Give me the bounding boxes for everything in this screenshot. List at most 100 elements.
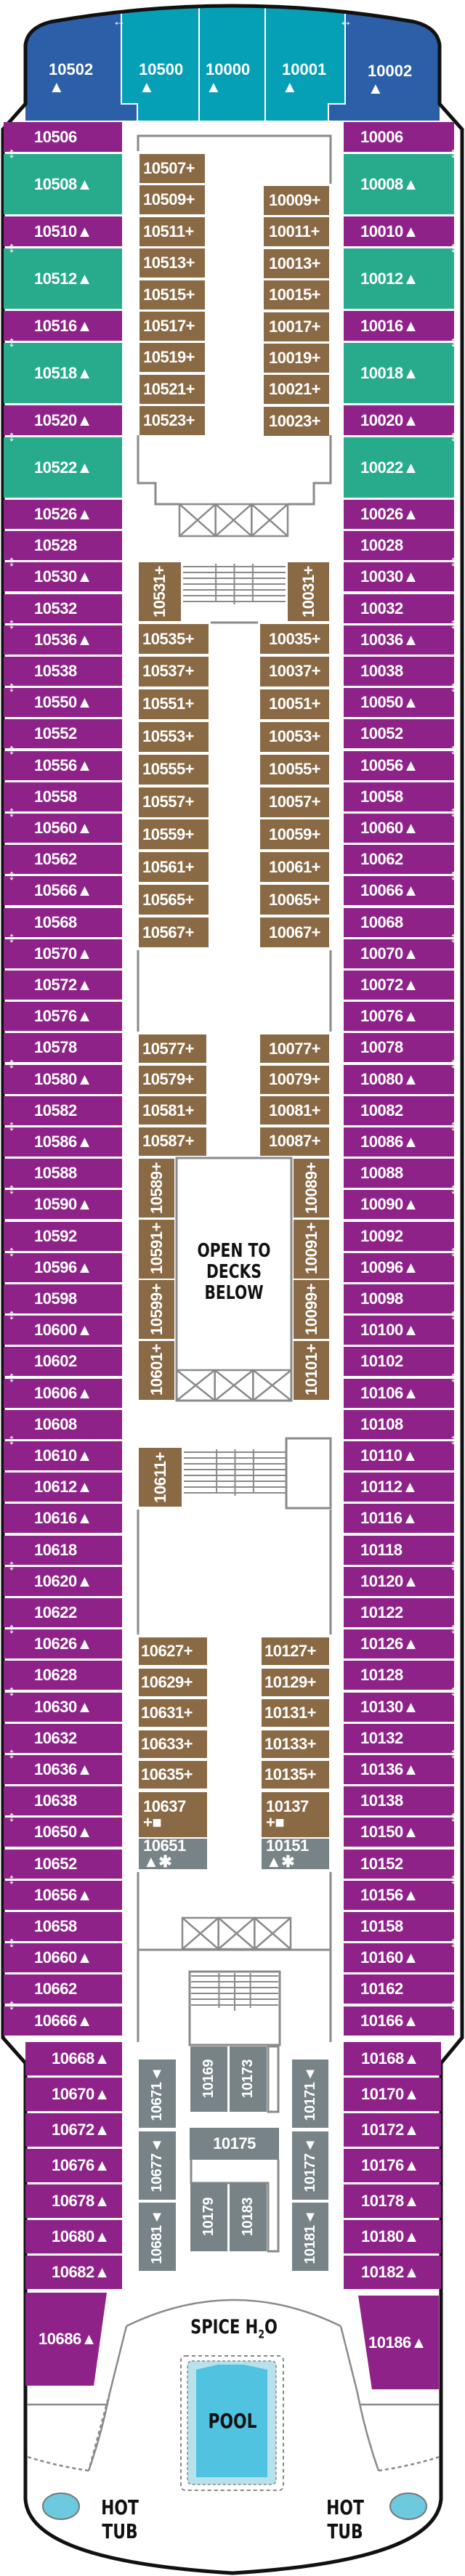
- aft-port-cabin[interactable]: 10668▲: [25, 2042, 122, 2075]
- inside-cabin[interactable]: 10601+: [139, 1340, 174, 1400]
- aft-inside-cabin[interactable]: 10173: [230, 2046, 267, 2112]
- aft-port-cabin[interactable]: 10680▲: [25, 2220, 122, 2253]
- starboard-cabin-10136[interactable]: 10136▲: [344, 1755, 454, 1784]
- aft-port-cabin[interactable]: 10686▲: [25, 2293, 107, 2386]
- aft-inside-cabin[interactable]: 10677▲: [139, 2131, 176, 2200]
- aft-inside-cabin[interactable]: 10175: [190, 2128, 279, 2160]
- inside-cabin[interactable]: 10633+: [139, 1730, 207, 1758]
- inside-cabin[interactable]: 10077+: [260, 1034, 329, 1063]
- port-cabin-10576[interactable]: 10576▲: [4, 1002, 122, 1032]
- starboard-cabin-10070[interactable]: 10070▲: [344, 939, 454, 968]
- starboard-cabin-10018[interactable]: 10018▲: [344, 343, 454, 403]
- inside-cabin[interactable]: 10089+: [294, 1159, 329, 1218]
- port-cabin-10626[interactable]: 10626▲: [4, 1629, 122, 1659]
- inside-cabin[interactable]: 10017+: [264, 312, 329, 341]
- inside-cabin[interactable]: 10553+: [139, 721, 209, 752]
- aft-port-cabin[interactable]: 10676▲: [25, 2149, 122, 2182]
- inside-cabin[interactable]: 10535+: [139, 624, 209, 654]
- starboard-cabin-10166[interactable]: 10166▲: [344, 2006, 454, 2036]
- port-cabin-10550[interactable]: 10550▲: [4, 688, 122, 718]
- inside-cabin[interactable]: 10099+: [294, 1280, 329, 1339]
- starboard-cabin-10020[interactable]: 10020▲: [344, 405, 454, 435]
- inside-cabin[interactable]: 10015+: [264, 280, 329, 310]
- port-cabin-10566[interactable]: 10566▲: [4, 876, 122, 906]
- starboard-cabin-10100[interactable]: 10100▲: [344, 1316, 454, 1345]
- port-cabin-10586[interactable]: 10586▲: [4, 1127, 122, 1157]
- port-cabin-10606[interactable]: 10606▲: [4, 1378, 122, 1408]
- aft-starboard-cabin[interactable]: 10182▲: [344, 2256, 441, 2289]
- port-cabin-10572[interactable]: 10572▲: [4, 971, 122, 1000]
- port-cabin-10620[interactable]: 10620▲: [4, 1566, 122, 1596]
- inside-cabin[interactable]: 10127+: [262, 1637, 329, 1665]
- starboard-cabin-10012[interactable]: 10012▲: [344, 248, 454, 309]
- starboard-cabin-10122[interactable]: 10122: [344, 1598, 454, 1627]
- starboard-cabin-10088[interactable]: 10088: [344, 1159, 454, 1188]
- port-cabin-10652[interactable]: 10652: [4, 1849, 122, 1879]
- inside-cabin[interactable]: 10599+: [139, 1280, 174, 1339]
- inside-cabin[interactable]: 10053+: [260, 721, 329, 752]
- port-cabin-10610[interactable]: 10610▲: [4, 1441, 122, 1470]
- inside-cabin[interactable]: 10511+: [140, 216, 205, 246]
- inside-cabin[interactable]: 10019+: [264, 344, 329, 373]
- port-cabin-10628[interactable]: 10628: [4, 1661, 122, 1690]
- port-cabin-10558[interactable]: 10558: [4, 782, 122, 811]
- port-cabin-10658[interactable]: 10658: [4, 1912, 122, 1941]
- starboard-cabin-10032[interactable]: 10032: [344, 594, 454, 623]
- inside-cabin[interactable]: 10579+: [139, 1065, 206, 1094]
- starboard-cabin-10160[interactable]: 10160▲: [344, 1943, 454, 1973]
- port-cabin-10568[interactable]: 10568: [4, 907, 122, 937]
- aft-inside-cabin[interactable]: 10169: [190, 2046, 227, 2112]
- inside-cabin[interactable]: 10131+: [262, 1699, 329, 1727]
- starboard-cabin-10068[interactable]: 10068: [344, 907, 454, 937]
- inside-cabin[interactable]: 10079+: [260, 1065, 329, 1094]
- inside-cabin[interactable]: 10521+: [140, 374, 205, 404]
- inside-cabin[interactable]: 10013+: [264, 248, 329, 278]
- port-cabin-10666[interactable]: 10666▲: [4, 2006, 122, 2036]
- inside-cabin[interactable]: 10515+: [140, 280, 205, 309]
- port-cabin-10518[interactable]: 10518▲: [4, 343, 122, 403]
- starboard-cabin-10086[interactable]: 10086▲: [344, 1127, 454, 1157]
- port-cabin-10592[interactable]: 10592: [4, 1221, 122, 1251]
- inside-cabin[interactable]: 10507+: [140, 154, 205, 183]
- inside-cabin[interactable]: 10635+: [139, 1761, 207, 1789]
- inside-cabin-special[interactable]: 10137+■: [262, 1792, 329, 1837]
- accessible-cabin[interactable]: 10151▲✱: [262, 1839, 329, 1869]
- aft-port-cabin[interactable]: 10672▲: [25, 2113, 122, 2147]
- port-cabin-10538[interactable]: 10538: [4, 657, 122, 686]
- aft-inside-cabin[interactable]: 10177▲: [292, 2131, 328, 2200]
- inside-cabin[interactable]: 10589+: [139, 1159, 174, 1218]
- starboard-cabin-10062[interactable]: 10062: [344, 845, 454, 875]
- starboard-cabin-10106[interactable]: 10106▲: [344, 1378, 454, 1408]
- starboard-cabin-10130[interactable]: 10130▲: [344, 1692, 454, 1722]
- starboard-cabin-10060[interactable]: 10060▲: [344, 814, 454, 843]
- port-cabin-10660[interactable]: 10660▲: [4, 1943, 122, 1973]
- inside-cabin[interactable]: 10567+: [139, 918, 209, 948]
- aft-inside-cabin[interactable]: 10681▲: [139, 2203, 176, 2271]
- inside-cabin[interactable]: 10009+: [264, 186, 329, 215]
- inside-cabin[interactable]: 10081+: [260, 1096, 329, 1125]
- port-cabin-10532[interactable]: 10532: [4, 594, 122, 623]
- port-cabin-10536[interactable]: 10536▲: [4, 625, 122, 655]
- port-cabin-10662[interactable]: 10662: [4, 1974, 122, 2004]
- starboard-cabin-10076[interactable]: 10076▲: [344, 1002, 454, 1032]
- starboard-cabin-10082[interactable]: 10082: [344, 1095, 454, 1125]
- inside-cabin[interactable]: 10035+: [260, 624, 329, 654]
- starboard-cabin-10052[interactable]: 10052: [344, 719, 454, 749]
- inside-cabin[interactable]: 10631+: [139, 1699, 207, 1727]
- inside-cabin[interactable]: 10101+: [294, 1340, 329, 1400]
- inside-cabin[interactable]: 10581+: [139, 1096, 206, 1125]
- port-cabin-10522[interactable]: 10522▲: [4, 437, 122, 498]
- inside-cabin[interactable]: 10551+: [139, 689, 209, 719]
- port-cabin-10618[interactable]: 10618: [4, 1535, 122, 1565]
- port-cabin-10582[interactable]: 10582: [4, 1095, 122, 1125]
- starboard-cabin-10126[interactable]: 10126▲: [344, 1629, 454, 1659]
- starboard-cabin-10092[interactable]: 10092: [344, 1221, 454, 1251]
- starboard-cabin-10056[interactable]: 10056▲: [344, 750, 454, 780]
- port-cabin-10632[interactable]: 10632: [4, 1723, 122, 1753]
- port-cabin-10552[interactable]: 10552: [4, 719, 122, 749]
- port-cabin-10528[interactable]: 10528: [4, 531, 122, 561]
- forward-suite-10001[interactable]: 10001▲: [282, 61, 326, 96]
- aft-starboard-cabin[interactable]: 10168▲: [344, 2042, 441, 2075]
- starboard-cabin-10072[interactable]: 10072▲: [344, 971, 454, 1000]
- port-cabin-10508[interactable]: 10508▲: [4, 154, 122, 214]
